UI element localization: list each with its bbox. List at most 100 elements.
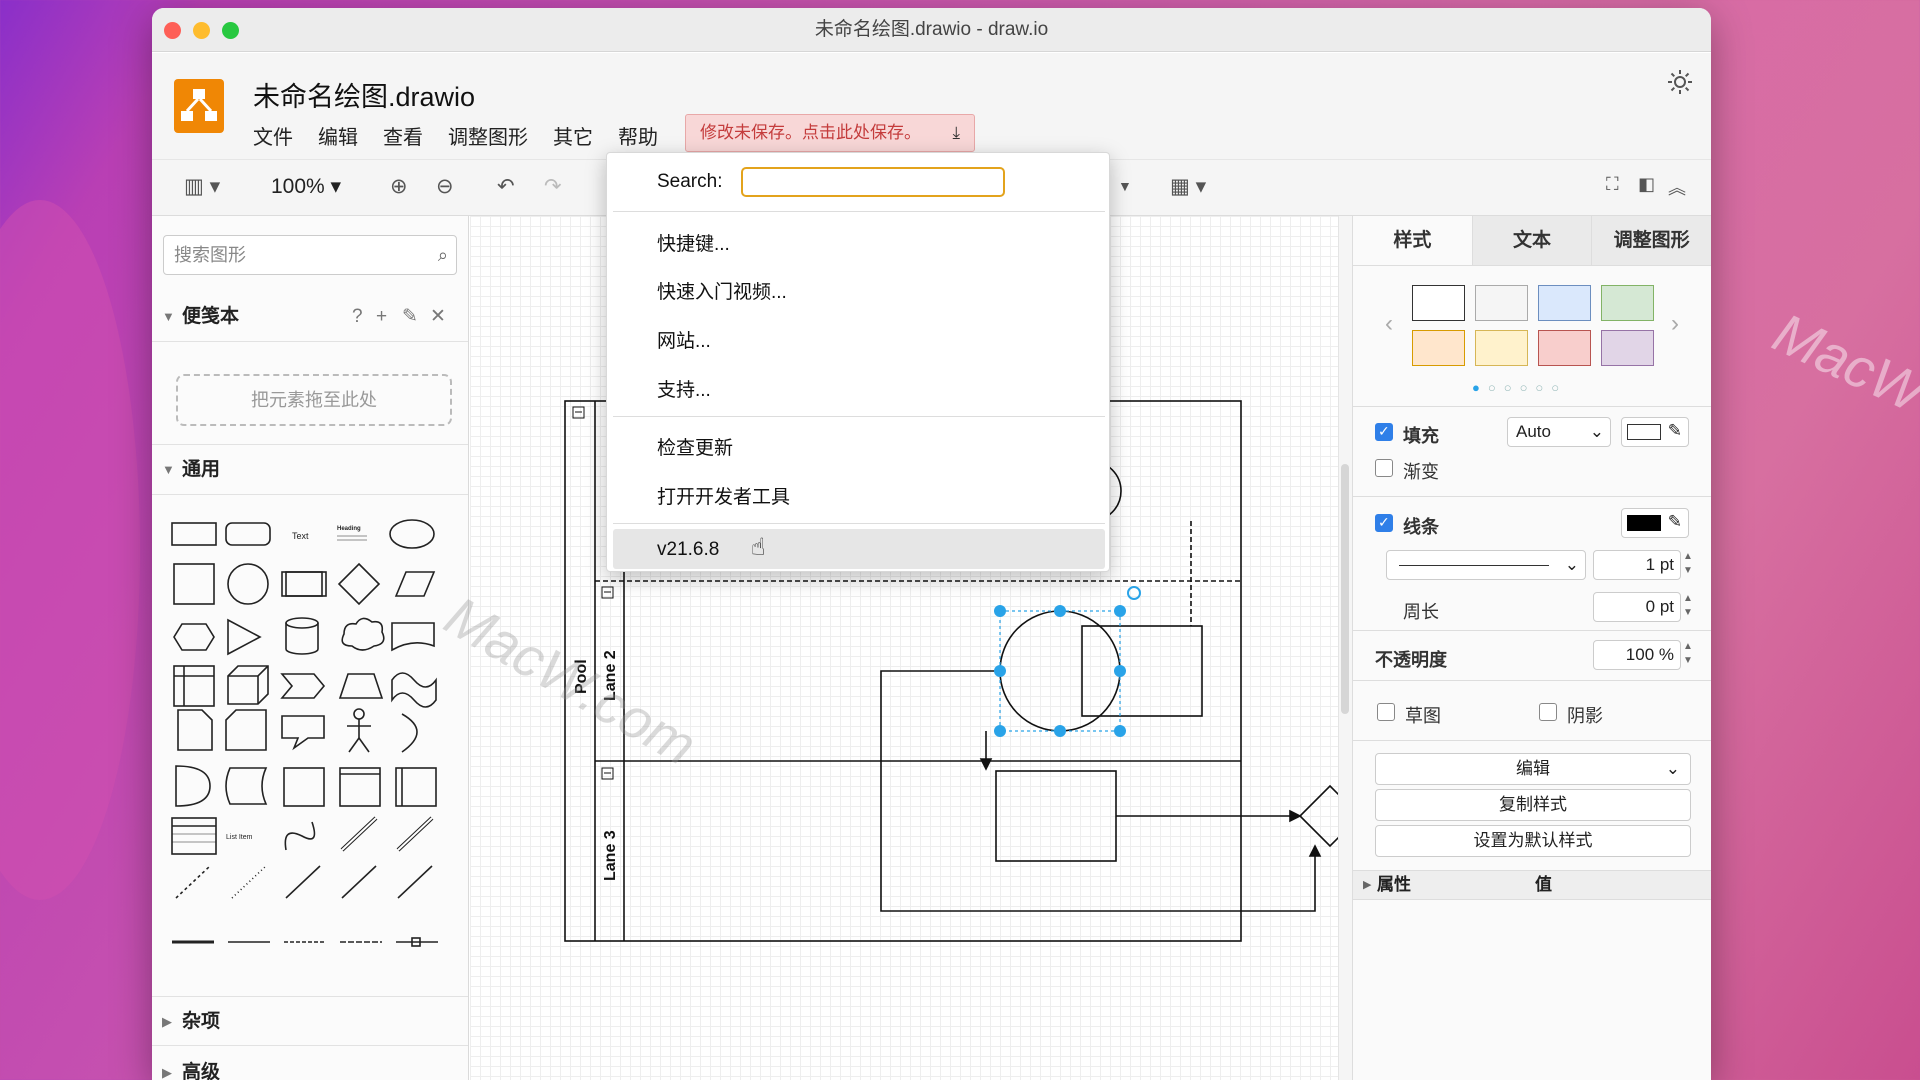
collapse-icon[interactable]: ︽ (1668, 178, 1686, 198)
document-filename[interactable]: 未命名绘图.drawio (253, 82, 476, 112)
chevron-right-icon: ▶ (162, 1065, 172, 1080)
divider (1353, 496, 1711, 497)
tab-text[interactable]: 文本 (1472, 216, 1593, 265)
swatch-page-dots[interactable]: ●○○○○○ (1472, 380, 1568, 395)
waypoint-dropdown-icon[interactable]: ▼ (1118, 178, 1132, 194)
theme-toggle-icon[interactable] (1667, 69, 1693, 95)
tab-style[interactable]: 样式 (1353, 216, 1473, 265)
fill-checkbox[interactable] (1375, 423, 1393, 441)
zoom-out-icon[interactable]: ⊖ (436, 175, 454, 198)
opacity-stepper[interactable]: ▲▼ (1683, 641, 1693, 666)
menu-arrange[interactable]: 调整图形 (448, 127, 528, 149)
app-header: 未命名绘图.drawio 文件 编辑 查看 调整图形 其它 帮助 修改未保存。点… (152, 53, 1711, 159)
menu-item-check-updates[interactable]: 检查更新 (657, 438, 734, 459)
misc-header[interactable]: ▶ 杂项 (152, 996, 468, 1046)
menu-item-developer-tools[interactable]: 打开开发者工具 (657, 487, 791, 508)
menu-item-support[interactable]: 支持... (657, 380, 711, 401)
scrollbar-thumb[interactable] (1341, 464, 1349, 714)
style-swatch[interactable] (1601, 330, 1654, 366)
shape-search-input[interactable]: 搜索图形 ⌕ (163, 235, 457, 275)
style-swatch[interactable] (1412, 285, 1465, 321)
scratchpad-dropzone[interactable]: 把元素拖至此处 (176, 374, 452, 426)
undo-icon[interactable]: ↶ (497, 175, 515, 198)
menu-item-shortcuts[interactable]: 快捷键... (657, 234, 730, 255)
table-icon[interactable]: ▦ ▾ (1170, 175, 1207, 198)
style-swatch[interactable] (1538, 330, 1591, 366)
style-swatch[interactable] (1412, 330, 1465, 366)
edit-style-button[interactable]: 编辑⌄ (1375, 753, 1691, 785)
copy-style-button[interactable]: 复制样式 (1375, 789, 1691, 821)
set-default-style-button[interactable]: 设置为默认样式 (1375, 825, 1691, 857)
style-swatch[interactable] (1601, 285, 1654, 321)
style-swatch[interactable] (1538, 285, 1591, 321)
properties-header[interactable]: ▶ 属性 值 (1353, 870, 1711, 900)
scratchpad-add-icon[interactable]: + (376, 306, 388, 327)
zoom-value: 100% (271, 175, 325, 198)
perimeter-stepper[interactable]: ▲▼ (1683, 593, 1693, 618)
menu-item-website[interactable]: 网站... (657, 331, 711, 352)
zoom-in-icon[interactable]: ⊕ (390, 175, 408, 198)
divider (1353, 740, 1711, 741)
sketch-label: 草图 (1405, 706, 1441, 726)
sketch-checkbox[interactable] (1377, 703, 1395, 721)
fill-mode-value: Auto (1516, 422, 1551, 441)
scratchpad-edit-icon[interactable]: ✎ (402, 306, 418, 327)
perimeter-input[interactable]: 0 pt (1593, 592, 1681, 622)
menu-item-quickstart-video[interactable]: 快速入门视频... (657, 282, 787, 303)
scratchpad-header[interactable]: ▼ 便笺本 ? + ✎ ✕ (152, 292, 468, 342)
line-width-input[interactable]: 1 pt (1593, 550, 1681, 580)
format-panel-icon[interactable]: ◧ (1638, 174, 1656, 194)
scratchpad-help-icon[interactable]: ? (352, 306, 363, 327)
divider (1353, 630, 1711, 631)
vertical-scrollbar[interactable] (1338, 216, 1352, 1080)
gradient-checkbox[interactable] (1375, 459, 1393, 477)
swatch-prev-icon[interactable]: ‹ (1385, 310, 1393, 337)
menu-file[interactable]: 文件 (253, 127, 293, 149)
edit-style-label: 编辑 (1516, 759, 1550, 778)
zoom-window-button[interactable] (222, 22, 239, 39)
format-panel: 样式 文本 调整图形 ‹ › ●○○○○○ 填充 Auto⌄ ✎ 渐变 线条 ✎… (1352, 216, 1711, 1080)
scratchpad-close-icon[interactable]: ✕ (430, 306, 446, 327)
fill-mode-select[interactable]: Auto⌄ (1507, 417, 1611, 447)
line-color-picker[interactable]: ✎ (1621, 508, 1689, 538)
zoom-select[interactable]: 100% ▾ (271, 175, 342, 198)
close-window-button[interactable] (164, 22, 181, 39)
menu-extras[interactable]: 其它 (553, 127, 593, 149)
help-search-input[interactable] (741, 167, 1005, 197)
shape-heading-label: Heading (337, 526, 361, 532)
general-shapes-grid[interactable]: Text Heading List Item (162, 506, 462, 996)
menu-item-version[interactable]: v21.6.8 ☝ (613, 529, 1105, 569)
shape-list-label: List Item (226, 834, 253, 841)
style-swatch[interactable] (1475, 330, 1528, 366)
value-column-header: 值 (1535, 875, 1552, 894)
minimize-window-button[interactable] (193, 22, 210, 39)
menu-edit[interactable]: 编辑 (318, 127, 358, 149)
shadow-checkbox[interactable] (1539, 703, 1557, 721)
unsaved-changes-button[interactable]: 修改未保存。点击此处保存。 ⤓ (685, 114, 975, 152)
opacity-input[interactable]: 100 % (1593, 640, 1681, 670)
divider (1353, 406, 1711, 407)
style-swatch[interactable] (1475, 285, 1528, 321)
tab-arrange[interactable]: 调整图形 (1592, 216, 1711, 265)
swimlane-diagram[interactable]: Pool Lane 2 Lane 3 (470, 216, 1338, 1080)
menu-separator (613, 416, 1105, 417)
line-checkbox[interactable] (1375, 514, 1393, 532)
menu-view[interactable]: 查看 (383, 127, 423, 149)
fill-color-picker[interactable]: ✎ (1621, 417, 1689, 447)
line-label: 线条 (1403, 517, 1439, 537)
opacity-value: 100 % (1625, 645, 1674, 664)
swatch-next-icon[interactable]: › (1671, 310, 1679, 337)
help-dropdown-menu: Search: 快捷键... 快速入门视频... 网站... 支持... 检查更… (606, 152, 1110, 572)
line-pattern-select[interactable]: ⌄ (1386, 550, 1586, 580)
general-header[interactable]: ▼ 通用 (152, 445, 468, 495)
advanced-header[interactable]: ▶ 高级 (152, 1048, 468, 1080)
line-width-stepper[interactable]: ▲▼ (1683, 551, 1693, 576)
view-panels-icon[interactable]: ▥ ▾ (184, 175, 221, 198)
download-icon: ⤓ (952, 123, 960, 142)
redo-icon[interactable]: ↷ (544, 175, 562, 198)
shadow-label: 阴影 (1567, 706, 1603, 726)
fullscreen-icon[interactable]: ⛶ (1606, 174, 1619, 194)
menu-help[interactable]: 帮助 (618, 127, 658, 149)
lane3-label: Lane 3 (602, 830, 619, 881)
divider (152, 444, 468, 445)
